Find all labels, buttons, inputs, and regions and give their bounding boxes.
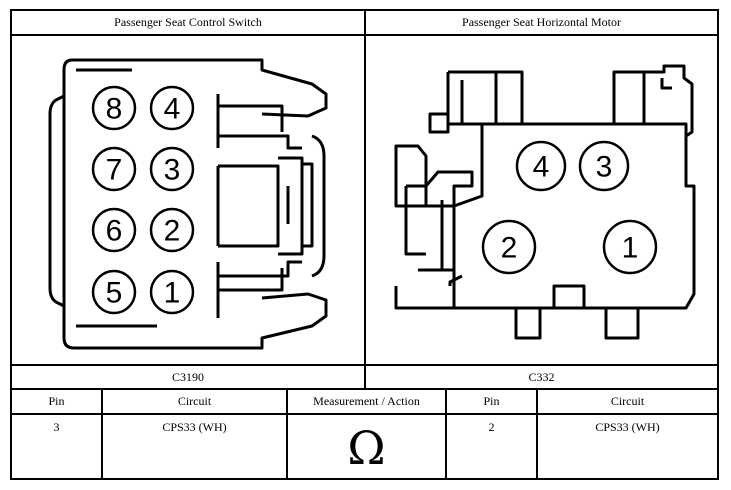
c3190-pin-label: 6 [106,215,123,248]
connector-divider [364,9,366,389]
c3190-pin-5 [91,269,137,315]
left-connector-label: C3190 [171,370,204,384]
header-circuit-a: Circuit [177,394,212,408]
ohm-symbol: Ω [347,421,386,475]
c3190-pin-label: 1 [164,277,181,310]
header-pin-b: Pin [483,394,500,408]
c3190-pin-label: 7 [106,154,123,187]
c332-pin-label: 2 [501,232,518,265]
c332-pin-label: 1 [622,232,639,265]
row-circuit-b: CPS33 (WH) [595,420,660,434]
c3190-pin-1 [149,269,195,315]
table-col-divider-3 [445,388,447,480]
row-circuit-a: CPS33 (WH) [162,420,227,434]
c3190-pin-3 [149,146,195,192]
c3190-pin-7 [91,146,137,192]
c332-pin-label: 3 [596,151,613,184]
header-pin-a: Pin [48,394,65,408]
right-connector-label: C332 [528,370,555,384]
c3190-pin-label: 3 [164,154,181,187]
header-circuit-b: Circuit [610,394,645,408]
row-pin-b: 2 [488,420,495,434]
header-divider [10,413,719,415]
c3190-connector-diagram: 8 4 7 3 6 2 5 1 [48,58,328,350]
c332-pin-1 [602,219,658,275]
c3190-pin-label: 8 [106,93,123,126]
c332-pin-4 [515,140,567,192]
left-connector-title: Passenger Seat Control Switch [114,15,262,29]
row-pin-a: 3 [53,420,60,434]
c332-connector-diagram: 4 3 2 1 [394,64,696,340]
c332-pin-label: 4 [533,151,550,184]
table-col-divider-2 [286,388,288,480]
c3190-pin-8 [91,85,137,131]
header-measurement: Measurement / Action [313,394,420,408]
right-connector-title: Passenger Seat Horizontal Motor [462,15,621,29]
c332-pin-2 [481,219,537,275]
c3190-pin-6 [91,207,137,253]
c332-pin-3 [578,140,630,192]
table-col-divider-1 [101,388,103,480]
table-col-divider-4 [536,388,538,480]
label-divider [10,388,719,390]
c3190-pin-label: 5 [106,277,123,310]
c3190-pin-4 [149,85,195,131]
c3190-pin-2 [149,207,195,253]
c3190-pin-label: 2 [164,215,181,248]
c3190-pin-label: 4 [164,93,181,126]
